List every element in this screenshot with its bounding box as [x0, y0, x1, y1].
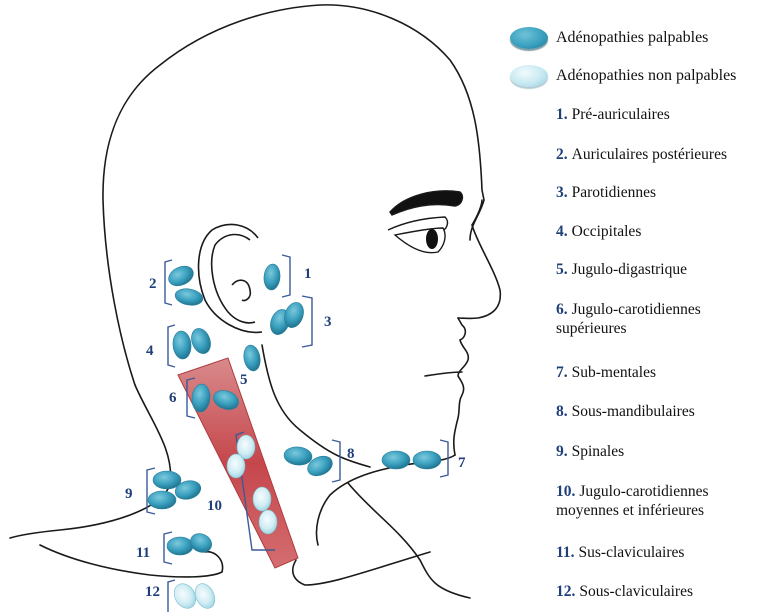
legend-item-5: 5.Jugulo-digastrique	[556, 261, 687, 278]
diagram-label-2: 2	[149, 276, 157, 292]
legend-item-12: 12.Sous-claviculaires	[556, 583, 694, 600]
diagram-label-4: 4	[146, 343, 154, 359]
legend-item-3: 3.Parotidiennes	[556, 184, 656, 201]
legend-item-8: 8.Sous-mandibulaires	[556, 403, 695, 420]
diagram-label-5: 5	[240, 372, 248, 388]
brackets	[146, 254, 449, 612]
diagram-label-3: 3	[324, 314, 332, 330]
diagram-label-1: 1	[304, 266, 312, 282]
legend-non-palpable: Adénopathies non palpables	[510, 65, 736, 87]
legend-item-4: 4.Occipitales	[556, 223, 642, 240]
non-palpable-node-icon	[510, 65, 548, 87]
diagram-label-9: 9	[125, 486, 133, 502]
legend-item-7: 7.Sub-mentales	[556, 364, 656, 381]
diagram-label-12: 12	[145, 584, 160, 600]
diagram-label-8: 8	[347, 446, 355, 462]
diagram-label-10: 10	[207, 498, 222, 514]
legend-item-2: 2.Auriculaires postérieures	[556, 146, 727, 163]
legend-item-1: 1.Pré-auriculaires	[556, 106, 670, 123]
eye	[387, 190, 464, 254]
palpable-nodes	[147, 263, 442, 556]
legend-item-9: 9.Spinales	[556, 443, 625, 460]
palpable-node-icon	[510, 27, 548, 49]
non-palpable-nodes	[173, 434, 278, 609]
ear	[197, 223, 263, 334]
legend-item-11: 11.Sus-claviculaires	[556, 544, 685, 561]
diagram-label-7: 7	[458, 455, 466, 471]
legend-palpable: Adénopathies palpables	[510, 27, 708, 49]
diagram-label-6: 6	[169, 390, 177, 406]
diagram-label-11: 11	[136, 545, 151, 561]
